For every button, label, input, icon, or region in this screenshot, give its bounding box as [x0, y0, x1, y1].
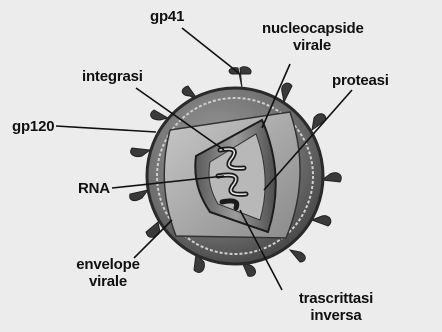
- label-nucleocapsid-line1: nucleocapside: [262, 20, 362, 37]
- label-nucleocapsid: nucleocapside virale: [262, 20, 362, 54]
- label-reverse-transcriptase-line2: inversa: [282, 307, 390, 324]
- label-rna: RNA: [78, 180, 110, 197]
- label-nucleocapsid-line2: virale: [262, 37, 362, 54]
- leader-gp120: [56, 126, 156, 132]
- label-envelope: envelope virale: [60, 256, 156, 290]
- label-envelope-line1: envelope: [60, 256, 156, 273]
- label-gp41: gp41: [150, 8, 184, 25]
- label-gp120: gp120: [12, 118, 54, 135]
- spike: [290, 250, 305, 262]
- label-reverse-transcriptase-line1: trascrittasi: [282, 290, 390, 307]
- spike: [131, 148, 150, 157]
- label-reverse-transcriptase: trascrittasi inversa: [282, 290, 390, 324]
- leader-gp41: [182, 28, 240, 74]
- label-integrase: integrasi: [82, 68, 143, 85]
- label-protease: proteasi: [332, 72, 389, 89]
- spike: [151, 110, 168, 120]
- spike: [130, 190, 148, 201]
- label-envelope-line2: virale: [60, 273, 156, 290]
- gp41-spike: [229, 67, 251, 88]
- spike: [322, 173, 341, 182]
- spike: [312, 216, 331, 226]
- spike: [282, 83, 292, 102]
